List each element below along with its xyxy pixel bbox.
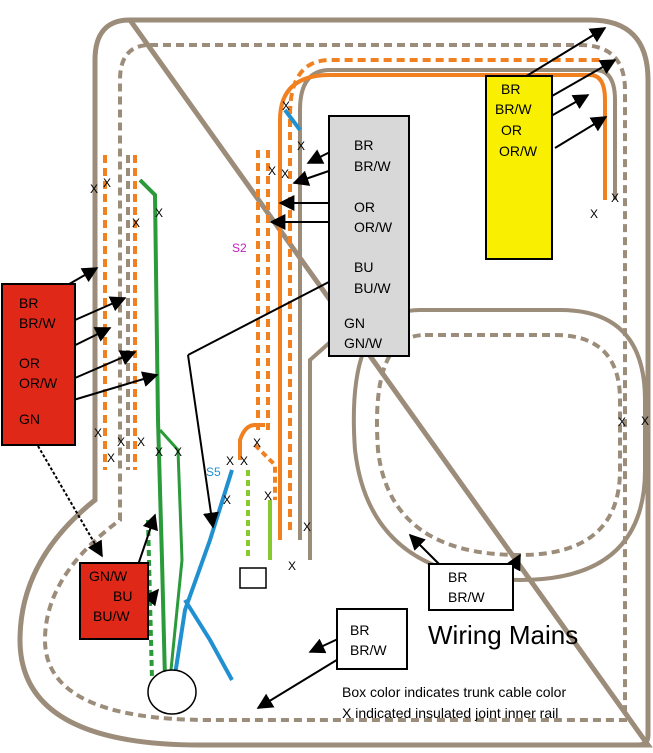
section-label-s2: S2 [232, 241, 247, 255]
red-left-label-brw: BR/W [19, 315, 56, 331]
svg-text:X: X [618, 415, 626, 429]
orange-wire-center-dashed [288, 58, 600, 530]
svg-text:X: X [223, 493, 231, 507]
red-left-label-or: OR [19, 355, 40, 371]
svg-text:X: X [137, 435, 145, 449]
svg-text:X: X [174, 445, 182, 459]
svg-text:X: X [94, 426, 102, 440]
gray-label-br: BR [354, 137, 374, 153]
gray-label-gn: GN [344, 315, 365, 331]
junction-rect [239, 567, 267, 589]
svg-text:X: X [590, 207, 598, 221]
yellow-trunk-box: BR BR/W OR OR/W [485, 75, 553, 260]
svg-text:X: X [155, 206, 163, 220]
white-bottom-label-brw: BR/W [350, 642, 387, 658]
outer-track-inner-rail [42, 43, 627, 722]
svg-text:X: X [288, 559, 296, 573]
outer-track-rail [17, 17, 653, 748]
red-left-label-br: BR [19, 295, 39, 311]
gray-label-brw: BR/W [354, 158, 391, 174]
white-trunk-box-bottom: BR BR/W [336, 608, 408, 670]
yellow-label-br: BR [501, 81, 521, 97]
orange-s5-spur-1 [238, 423, 265, 460]
svg-text:X: X [117, 435, 125, 449]
gray-label-orw: OR/W [354, 219, 393, 235]
svg-text:X: X [264, 489, 272, 503]
junction-ellipse [147, 669, 197, 715]
svg-text:X: X [303, 520, 311, 534]
red-bottom-label-gnw: GN/W [89, 568, 128, 584]
section-label-s5: S5 [206, 465, 221, 479]
gray-label-bu: BU [354, 259, 374, 275]
diagram-title: Wiring Mains [428, 620, 579, 650]
gray-label-buw: BU/W [354, 280, 391, 296]
svg-text:X: X [611, 191, 619, 205]
svg-text:X: X [107, 451, 115, 465]
svg-text:X: X [297, 139, 305, 153]
joint-marks: X X X X X X X X X X X X X X X X X X X X … [90, 99, 649, 573]
gray-trunk-box: BR BR/W OR OR/W BU BU/W GN GN/W [328, 115, 410, 357]
arrows-red-bottom [137, 513, 159, 607]
svg-text:X: X [240, 454, 248, 468]
svg-text:X: X [268, 164, 276, 178]
inner-loop-rail [351, 308, 647, 583]
orange-s5-spur-2 [253, 443, 277, 500]
yellow-label-brw: BR/W [495, 101, 532, 117]
center-track-rail [298, 68, 617, 540]
white-trunk-box-right: BR BR/W [428, 563, 514, 611]
yellow-label-orw: OR/W [499, 143, 538, 159]
orange-wire-center [278, 73, 607, 540]
svg-text:X: X [641, 414, 649, 428]
inner-loop-inner-rail [375, 333, 622, 558]
red-bottom-label-bu: BU [113, 588, 133, 604]
white-bottom-label-br: BR [350, 622, 370, 638]
red-left-label-orw: OR/W [19, 375, 58, 391]
gray-label-or: OR [354, 199, 375, 215]
svg-text:X: X [281, 167, 289, 181]
legend-line-1: Box color indicates trunk cable color [342, 684, 567, 700]
svg-text:X: X [132, 216, 140, 230]
red-trunk-box-left: BR BR/W OR OR/W GN [1, 283, 76, 446]
blue-wire-top [283, 108, 302, 132]
legend-line-2: X indicated insulated joint inner rail [342, 705, 559, 721]
white-right-label-br: BR [448, 569, 468, 585]
svg-text:X: X [90, 182, 98, 196]
svg-text:X: X [253, 436, 261, 450]
red-left-label-gn: GN [19, 411, 40, 427]
yellow-label-or: OR [501, 122, 522, 138]
white-right-label-brw: BR/W [448, 589, 485, 605]
green-wire [138, 178, 167, 681]
red-bottom-label-buw: BU/W [93, 608, 130, 624]
gray-label-gnw: GN/W [344, 335, 383, 351]
svg-text:X: X [103, 176, 111, 190]
green-wire-branch [158, 428, 184, 681]
blue-wire-1 [173, 469, 234, 676]
blue-wire-2 [183, 598, 234, 681]
red-trunk-box-bottom: GN/W BU BU/W [79, 562, 149, 640]
svg-text:X: X [226, 454, 234, 468]
svg-text:X: X [155, 445, 163, 459]
svg-text:X: X [282, 99, 290, 113]
